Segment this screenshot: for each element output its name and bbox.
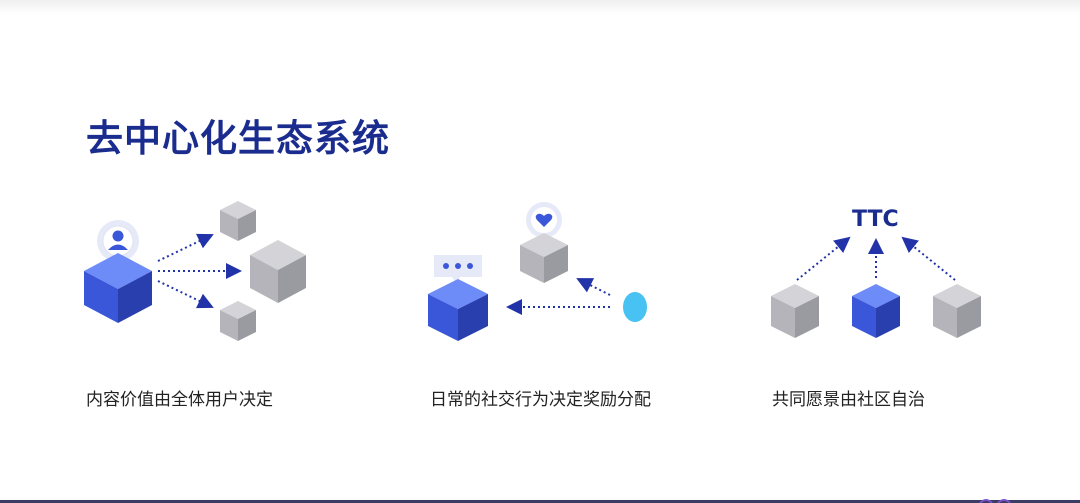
gray-cube xyxy=(933,284,981,338)
ttc-label: TTC xyxy=(852,207,899,232)
caption-content-value: 内容价值由全体用户决定 xyxy=(86,390,273,410)
gray-cube xyxy=(771,284,819,338)
arrow xyxy=(796,236,851,281)
gray-cube xyxy=(520,233,568,283)
drop-icon xyxy=(623,292,647,322)
arrow xyxy=(157,233,214,262)
blue-cube xyxy=(428,279,488,341)
arrow xyxy=(157,280,214,309)
caption-community: 共同愿景由社区自治 xyxy=(772,390,925,410)
user-avatar-icon xyxy=(97,220,139,262)
arrow xyxy=(901,236,956,281)
chat-bubble-icon xyxy=(434,255,482,283)
illustration-content-value xyxy=(84,201,306,341)
blue-cube xyxy=(84,253,152,323)
gray-cube xyxy=(220,301,256,341)
bottom-divider xyxy=(0,500,1080,503)
heart-icon xyxy=(526,202,562,238)
caption-social-reward: 日常的社交行为决定奖励分配 xyxy=(430,390,651,410)
gray-cube xyxy=(220,201,256,241)
gray-cube xyxy=(250,240,306,303)
blue-cube xyxy=(852,284,900,338)
top-shadow xyxy=(0,0,1080,14)
illustration-ttc: TTC xyxy=(771,207,981,338)
bottom-decoration xyxy=(979,499,1011,503)
arrow xyxy=(576,278,611,296)
slide-title: 去中心化生态系统 xyxy=(86,117,390,160)
illustration-social-reward xyxy=(428,202,647,341)
